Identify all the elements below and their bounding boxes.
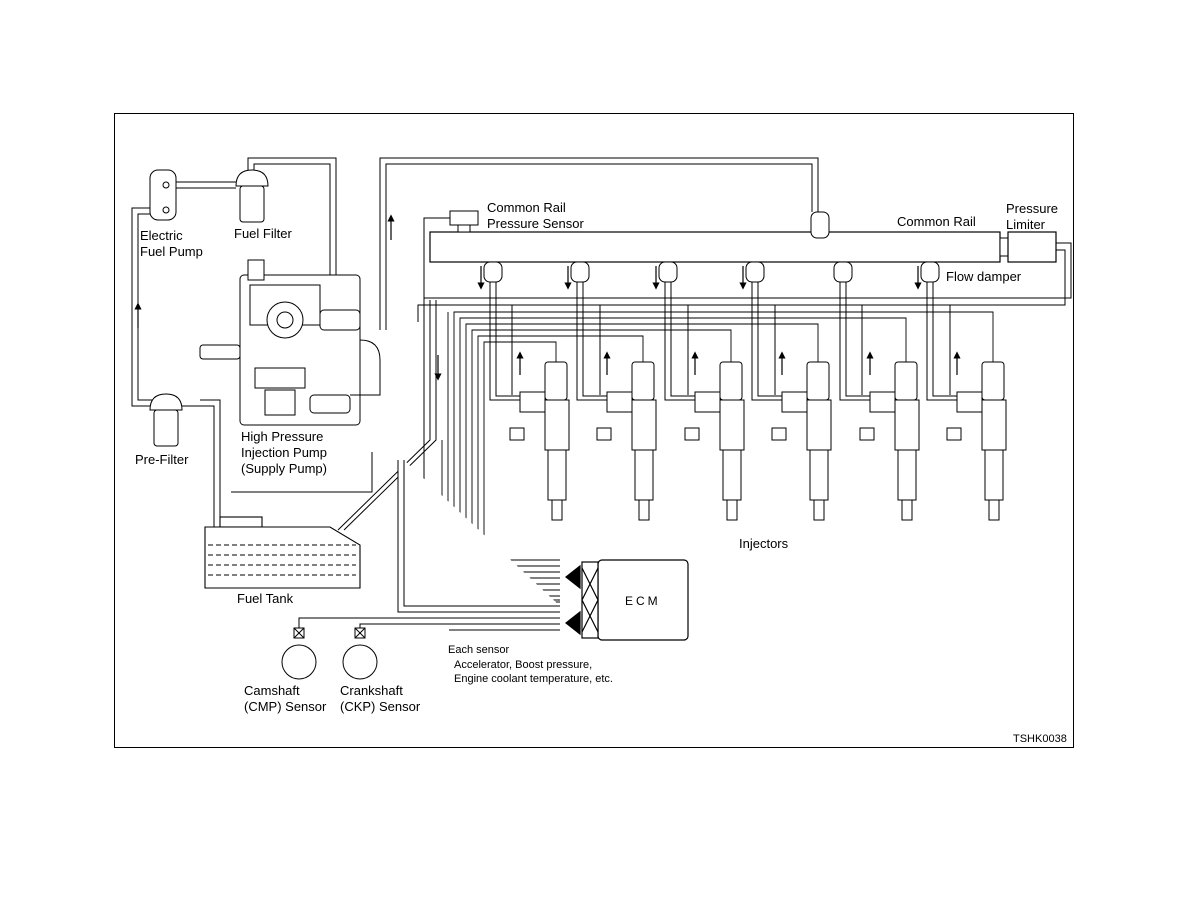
injector-1 bbox=[509, 361, 570, 521]
label-fuel-tank: Fuel Tank bbox=[237, 591, 294, 606]
sensors bbox=[281, 460, 560, 680]
label-pressure-limiter: Pressure Limiter bbox=[1006, 201, 1059, 232]
common-rail bbox=[429, 231, 1001, 263]
injector-2 bbox=[596, 361, 657, 521]
injector-4 bbox=[771, 361, 832, 521]
diagram-frame bbox=[114, 113, 1074, 748]
label-crankshaft-sensor: Crankshaft (CKP) Sensor bbox=[340, 683, 421, 714]
label-flow-damper: Flow damper bbox=[946, 269, 1022, 284]
rail-feed bbox=[810, 211, 830, 239]
fuel-filter bbox=[235, 169, 269, 223]
injector-5 bbox=[859, 361, 920, 521]
injection-lines bbox=[489, 282, 957, 401]
label-common-rail-pressure-sensor: Common Rail Pressure Sensor bbox=[487, 200, 584, 231]
label-each-sensor: Each sensor bbox=[448, 644, 510, 656]
pressure-limiter bbox=[999, 231, 1057, 263]
label-electric-fuel-pump: Electric Fuel Pump bbox=[140, 228, 203, 259]
label-high-pressure-pump: High Pressure Injection Pump (Supply Pum… bbox=[241, 429, 327, 476]
label-sensor-list: Accelerator, Boost pressure, Engine cool… bbox=[454, 659, 613, 685]
injector-6 bbox=[946, 361, 1007, 521]
ecm-box bbox=[565, 559, 689, 641]
label-common-rail: Common Rail bbox=[897, 214, 976, 229]
pre-filter bbox=[149, 393, 183, 447]
supply-pump bbox=[199, 259, 381, 493]
label-fuel-filter: Fuel Filter bbox=[234, 226, 292, 241]
flow-dampers bbox=[483, 261, 940, 283]
electric-fuel-pump bbox=[149, 169, 177, 221]
label-injectors: Injectors bbox=[739, 536, 789, 551]
return-lines bbox=[337, 242, 1072, 531]
label-camshaft-sensor: Camshaft (CMP) Sensor bbox=[244, 683, 327, 714]
rail-pressure-sensor bbox=[423, 210, 560, 601]
low-pressure-lines bbox=[131, 157, 819, 582]
label-pre-filter: Pre-Filter bbox=[135, 452, 189, 467]
label-ecm: ECM bbox=[625, 594, 661, 608]
injectors bbox=[509, 361, 1007, 521]
fuel-tank bbox=[204, 516, 361, 589]
injector-3 bbox=[684, 361, 745, 521]
label-figure-code: TSHK0038 bbox=[1013, 733, 1067, 745]
